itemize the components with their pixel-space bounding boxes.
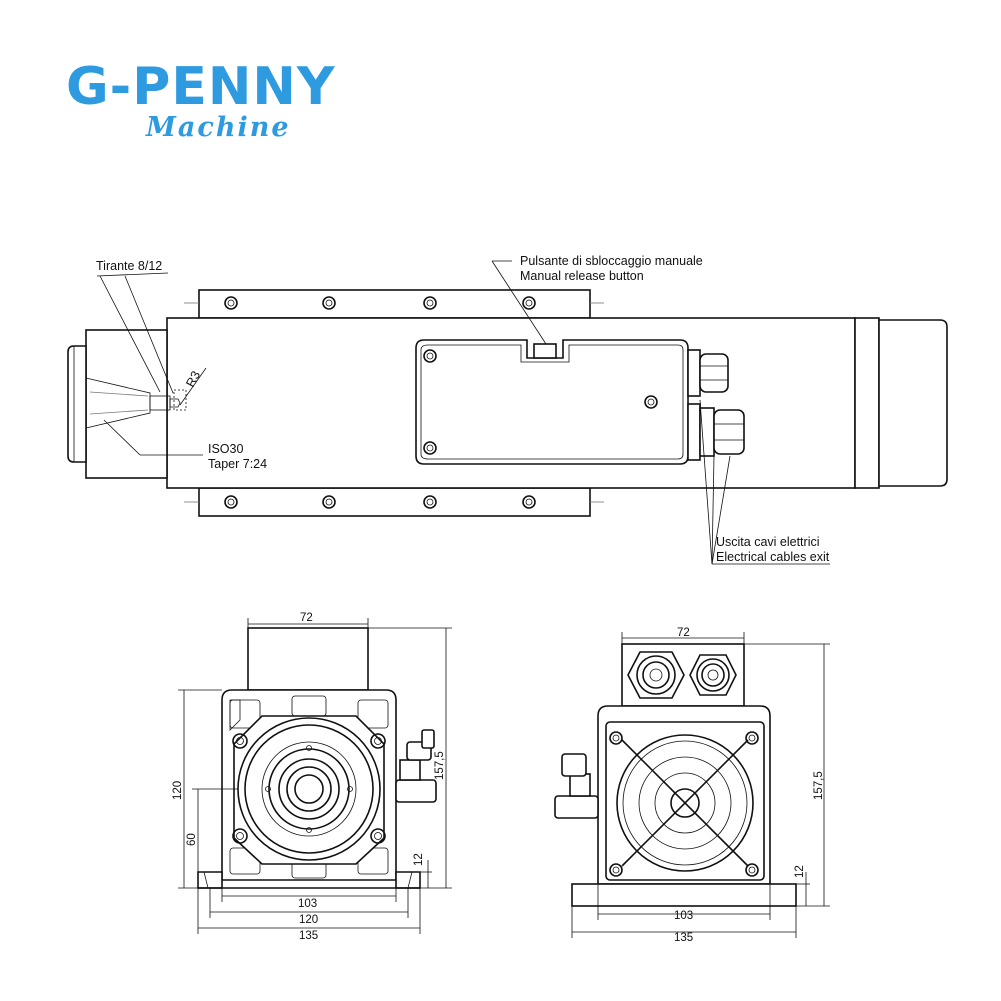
front-spindle-nose [237,717,381,861]
spindle-nose [85,329,168,479]
label-cables-en: Electrical cables exit [716,550,830,564]
rear-dim-w3: 135 [674,932,693,944]
rear-air-fitting [554,753,599,819]
side-view: Tirante 8/12 R3 ISO30 Taper 7:24 Pulsant… [67,254,948,565]
brand-logo: G-PENNY Machine [66,57,336,143]
rear-dim-height-total: 157,5 [813,771,825,800]
top-mounting-plate [198,289,591,319]
front-foot-left [197,871,223,889]
front-dim-top: 72 [300,612,313,624]
manual-release-button [533,343,557,359]
bottom-mounting-plate [198,487,591,517]
rear-cap-ring [854,317,880,489]
label-taper-ratio: Taper 7:24 [208,457,267,471]
cable-gland-lower [687,403,745,461]
cable-gland-upper [687,349,729,397]
front-dim-w3: 135 [299,930,318,942]
iso30-taper [85,377,151,429]
fan-grille [616,734,754,872]
rear-dim-foot: 12 [794,865,806,878]
fan-housing [878,319,948,487]
rear-cable-gland-right [689,654,737,696]
rear-view: 72 157,5 12 103 135 [554,627,830,944]
rear-dim-w1: 103 [674,910,693,922]
label-release-en: Manual release button [520,269,644,283]
front-dim-foot: 12 [413,853,425,866]
label-radius: R3 [183,369,203,390]
front-dim-w1: 103 [298,898,317,910]
front-dim-w2: 120 [299,914,318,926]
rear-cable-gland-left [627,651,685,699]
rear-dim-top: 72 [677,627,690,639]
label-taper-iso: ISO30 [208,442,243,456]
front-view: 72 157,5 120 60 12 103 120 135 [172,612,452,942]
mounting-holes-bottom [224,495,536,509]
fan-frame [605,721,765,881]
brand-name: G-PENNY [66,57,336,117]
label-drawbar: Tirante 8/12 [96,259,162,273]
front-dim-center: 60 [186,833,198,846]
label-release-it: Pulsante di sbloccaggio manuale [520,254,703,268]
rear-base [571,883,797,907]
brand-tagline: Machine [145,112,291,143]
front-top-housing [247,627,369,691]
label-cables-it: Uscita cavi elettrici [716,535,820,549]
mounting-holes-top [224,296,536,310]
electrical-box [415,339,689,465]
nose-flange [67,345,87,463]
front-air-fitting [395,729,437,803]
front-dim-height-total: 157,5 [434,751,446,780]
front-foot-right [395,871,421,889]
front-dim-height-body: 120 [172,781,184,800]
